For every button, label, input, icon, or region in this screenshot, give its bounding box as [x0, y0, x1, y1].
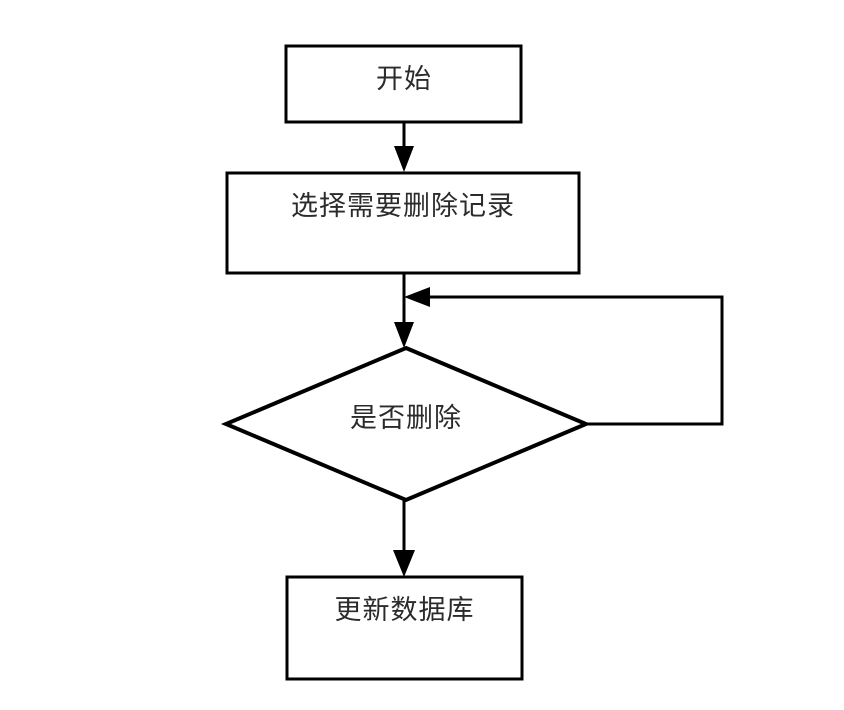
arrowhead-down-icon	[394, 322, 414, 348]
arrowhead-left-icon	[404, 287, 430, 307]
edge-decide-loop-back	[404, 287, 724, 426]
node-start[interactable]	[284, 44, 523, 124]
node-select-records[interactable]	[225, 171, 581, 275]
arrowhead-down-icon	[393, 550, 415, 577]
edge-start-to-select	[394, 122, 414, 172]
arrowhead-down-icon	[394, 146, 414, 172]
node-update-database[interactable]	[285, 575, 524, 681]
edge-select-to-decide	[394, 273, 414, 348]
edge-decide-to-update	[393, 500, 415, 577]
node-confirm-delete[interactable]	[220, 345, 592, 503]
